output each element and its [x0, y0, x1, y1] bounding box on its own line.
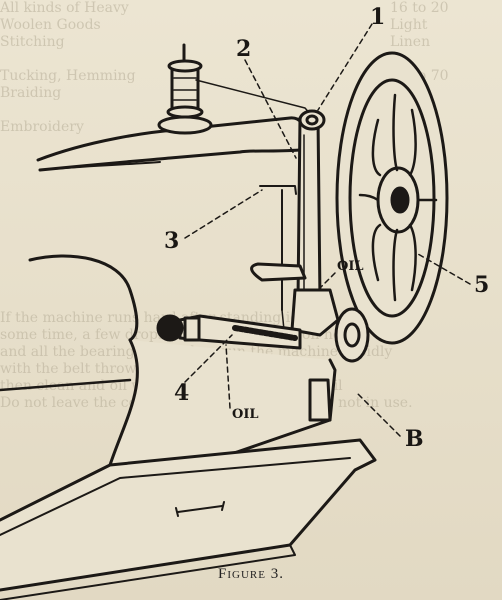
- head-lower-block: [290, 288, 340, 337]
- bleed-right-line: 16 to 20: [390, 0, 449, 16]
- regulator-knob: [156, 314, 184, 342]
- bleed-left-line: Embroidery: [0, 119, 84, 135]
- bleed-left-line: Stitching: [0, 34, 65, 50]
- bleed-right-line: Light: [390, 17, 428, 33]
- leader-line-1: [317, 23, 373, 111]
- bleed-left-line: All kinds of Heavy: [0, 0, 129, 16]
- thread-tension-knob: [298, 109, 326, 131]
- machine-upper-arm-shadow: [39, 161, 161, 171]
- leader-line-5: [417, 253, 471, 285]
- leader-line-oil-lower: [225, 344, 231, 409]
- callout-label-2: 2: [236, 36, 251, 62]
- oil-label-upper: OIL: [337, 259, 364, 274]
- spool-top: [167, 59, 203, 73]
- leader-line-3: [184, 189, 263, 239]
- bleed-through-left-column: All kinds of Heavy Woolen Goods Stitchin…: [0, 0, 150, 136]
- callout-label-1: 1: [370, 4, 385, 30]
- bleed-right-line: Linen: [390, 34, 431, 50]
- leader-line-2: [244, 59, 297, 159]
- regulator-arm: [178, 314, 302, 350]
- machine-body-curve: [28, 254, 139, 342]
- regulator-screw: [232, 325, 298, 341]
- callout-label-b: B: [405, 426, 424, 452]
- oil-label-lower: OIL: [232, 407, 259, 422]
- callout-label-4: 4: [174, 380, 189, 406]
- spool: [170, 64, 200, 114]
- bleed-left-line: Woolen Goods: [0, 17, 101, 33]
- figure-caption: Figure 3.: [218, 566, 284, 582]
- machine-bed-edge: [0, 457, 351, 536]
- thread-guide: [259, 185, 297, 195]
- presser-lever: [250, 262, 307, 282]
- leader-line-b: [355, 391, 401, 437]
- hand-wheel-spokes: [358, 93, 438, 302]
- callout-label-5: 5: [474, 272, 489, 298]
- leader-line-4: [184, 334, 233, 383]
- machine-body-front: [0, 378, 132, 392]
- machine-bed-lower: [0, 544, 296, 600]
- hand-wheel-inner: [348, 78, 436, 318]
- leader-line-oil-upper: [317, 272, 336, 291]
- bleed-left-line: Braiding: [0, 85, 62, 101]
- bleed-left-line: Tucking, Hemming: [0, 68, 136, 84]
- drawer-handle: [177, 505, 223, 513]
- bobbin-winder: [334, 307, 370, 363]
- spool-base: [157, 115, 213, 135]
- pedestal-column: [308, 378, 332, 422]
- callout-label-3: 3: [164, 228, 179, 254]
